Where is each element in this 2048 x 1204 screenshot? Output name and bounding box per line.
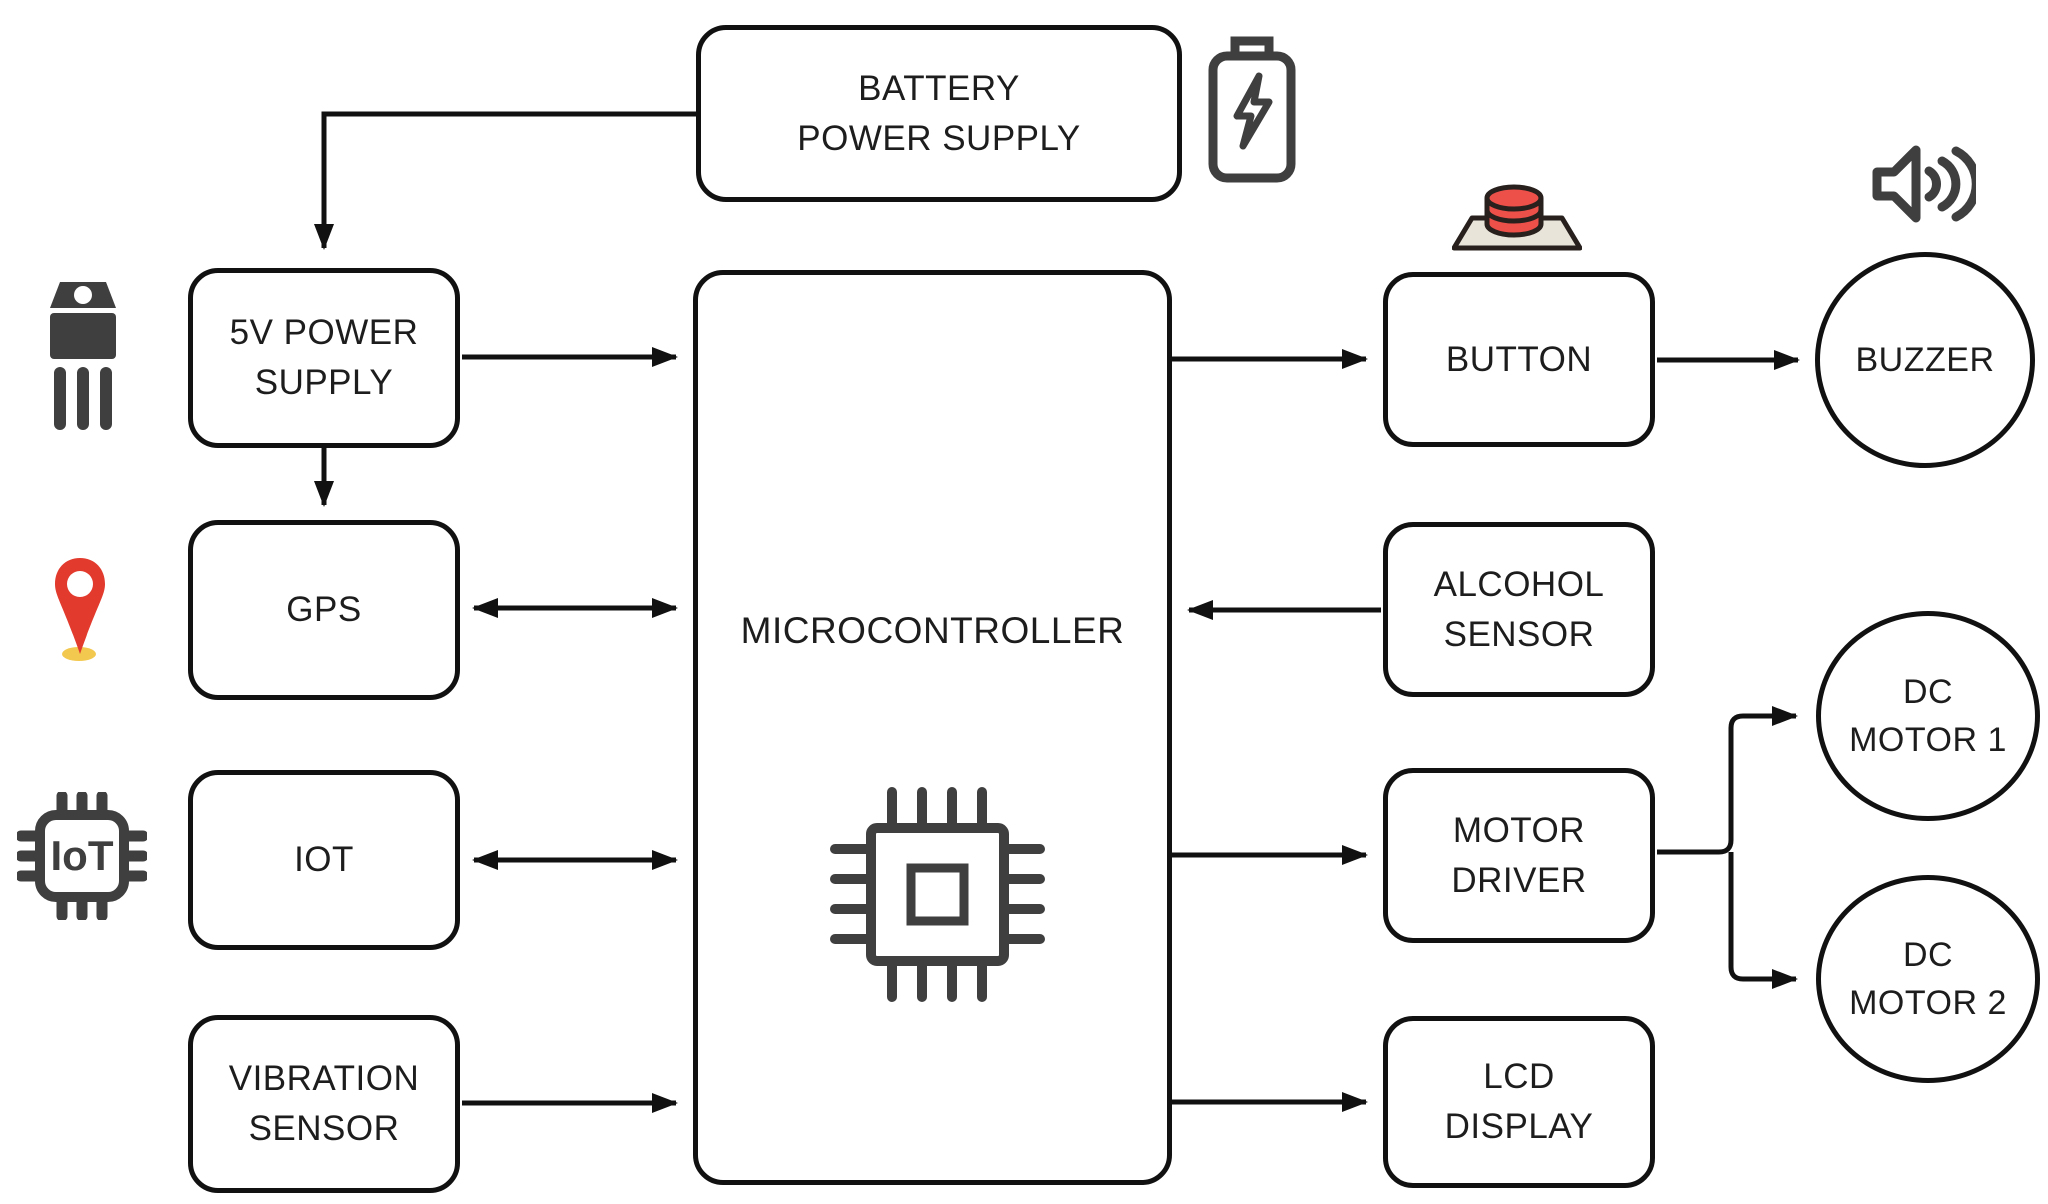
node-buzzer: BUZZER: [1815, 252, 2035, 468]
edge-motordriver-to-dcmotor2: [1728, 852, 1798, 989]
gps-pin-icon: [55, 558, 105, 661]
node-alcohol-sensor: ALCOHOL SENSOR: [1383, 522, 1655, 697]
node-gps: GPS: [188, 520, 460, 700]
node-dc-motor-1: DC MOTOR 1: [1816, 611, 2040, 821]
node-lcd-display-label: LCD DISPLAY: [1444, 1057, 1594, 1146]
voltage-regulator-icon: [50, 282, 116, 430]
node-battery-power-supply-label: BATTERY POWER SUPPLY: [797, 68, 1081, 158]
node-motor-driver: MOTOR DRIVER: [1383, 768, 1655, 943]
node-button: BUTTON: [1383, 272, 1655, 447]
node-iot: IOT: [188, 770, 460, 950]
push-button-icon: [1452, 184, 1582, 251]
node-gps-label: GPS: [286, 590, 362, 630]
battery-icon: [1208, 36, 1296, 183]
node-alcohol-sensor-label: ALCOHOL SENSOR: [1433, 564, 1605, 654]
microcontroller-chip-icon: [830, 787, 1045, 1002]
node-buzzer-label: BUZZER: [1855, 340, 1995, 379]
node-dc-motor-1-label: DC MOTOR 1: [1849, 672, 2007, 759]
node-iot-label: IOT: [294, 840, 354, 880]
node-lcd-display: LCD DISPLAY: [1383, 1016, 1655, 1188]
node-dc-motor-2: DC MOTOR 2: [1816, 875, 2040, 1083]
node-vibration-sensor-label: VIBRATION SENSOR: [228, 1059, 420, 1148]
speaker-icon: [1872, 145, 1976, 223]
node-microcontroller-label: MICROCONTROLLER: [740, 610, 1125, 651]
node-dc-motor-2-label: DC MOTOR 2: [1849, 935, 2007, 1022]
edge-battery-to-5v: [314, 111, 696, 250]
node-vibration-sensor: VIBRATION SENSOR: [188, 1015, 460, 1193]
edge-motordriver-to-dcmotor1: [1657, 706, 1798, 855]
node-motor-driver-label: MOTOR DRIVER: [1451, 810, 1587, 900]
node-5v-power-supply: 5V POWER SUPPLY: [188, 268, 460, 448]
iot-chip-icon-text: IoT: [51, 832, 114, 879]
node-battery-power-supply: BATTERY POWER SUPPLY: [696, 25, 1182, 202]
node-5v-power-supply-label: 5V POWER SUPPLY: [229, 313, 419, 402]
node-button-label: BUTTON: [1445, 339, 1593, 379]
node-microcontroller: MICROCONTROLLER: [693, 270, 1172, 1185]
iot-chip-icon: IoT: [17, 792, 147, 920]
